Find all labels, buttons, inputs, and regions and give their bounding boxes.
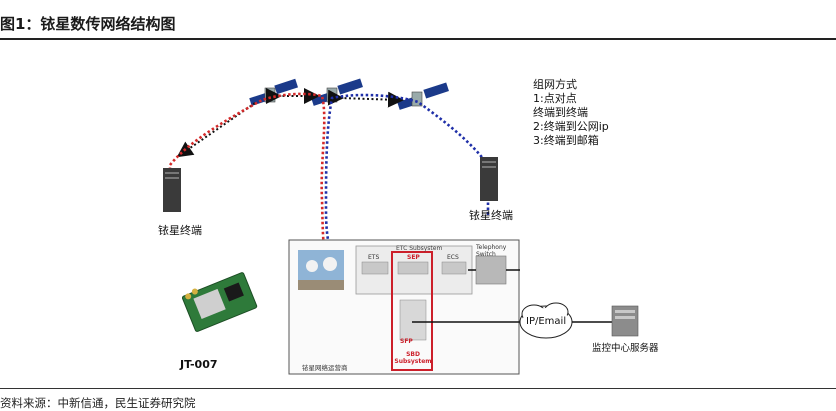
- left-terminal-icon: [163, 168, 181, 212]
- ets-label: ETS: [368, 254, 380, 261]
- ecs-label: ECS: [447, 254, 459, 261]
- legend-item: 终端到终端: [533, 106, 588, 119]
- sep-block: [397, 261, 429, 275]
- ecs-block: [441, 261, 467, 275]
- network-diagram-svg: [163, 78, 639, 375]
- monitor-server-label: 监控中心服务器: [592, 343, 659, 354]
- ets-block: [361, 261, 389, 275]
- bottom-rule: [0, 388, 836, 389]
- legend-heading: 组网方式: [533, 78, 577, 91]
- sfp-block: [399, 299, 427, 341]
- network-diagram: 铱星终端 铱星终端 JT-007 ETC Subsystem ETS SEP E…: [0, 40, 836, 386]
- right-terminal-icon: [480, 157, 498, 201]
- gateway-box-label: 铱星网络运营商: [302, 364, 348, 372]
- sep-label: SEP: [407, 254, 420, 261]
- legend-item: 3:终端到邮箱: [533, 134, 599, 147]
- ip-email-label: IP/Email: [526, 316, 567, 327]
- sbd-subsystem-box: [391, 251, 433, 371]
- monitor-server-icon: [611, 305, 639, 337]
- sbd-subsystem-label: SBD Subsystem: [394, 351, 432, 365]
- right-terminal-label: 铱星终端: [469, 209, 513, 222]
- figure-title: 图1：铱星数传网络结构图: [0, 15, 176, 33]
- satellite-icon: [311, 78, 363, 106]
- etc-subsystem-label: ETC Subsystem: [396, 245, 443, 252]
- source-note: 资料来源：中新信通，民生证券研究院: [0, 396, 196, 410]
- legend-item: 2:终端到公网ip: [533, 120, 609, 133]
- telephony-switch-icon: [475, 255, 507, 285]
- module-label: JT-007: [180, 358, 218, 371]
- intersatellite-link: [327, 89, 404, 108]
- legend-item: 1:点对点: [533, 92, 577, 105]
- top-rule: [0, 38, 836, 40]
- satellite-icon: [397, 82, 449, 110]
- jt007-module-icon: [181, 272, 258, 332]
- telephony-switch-label: Telephony Switch: [476, 244, 507, 258]
- sfp-label: SFP: [400, 338, 413, 345]
- red-data-path: [168, 92, 412, 330]
- left-terminal-label: 铱星终端: [158, 224, 202, 237]
- networking-mode-legend: 组网方式 1:点对点 终端到终端 2:终端到公网ip 3:终端到邮箱: [533, 78, 609, 148]
